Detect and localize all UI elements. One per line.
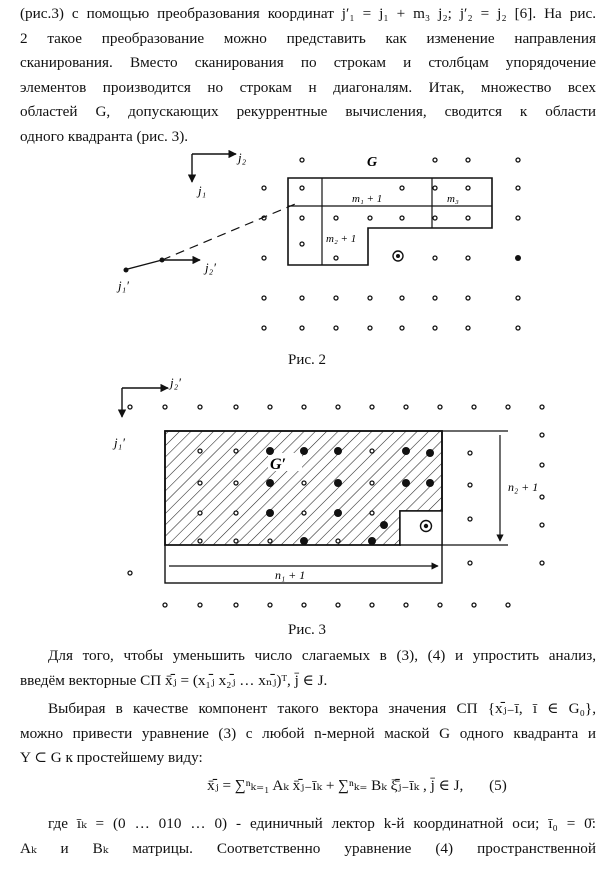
- mask-region: [287, 177, 493, 266]
- grid-dots: [127, 404, 545, 608]
- axis-j1p-line: [123, 259, 163, 271]
- axis-j1p-dashed: [161, 201, 301, 261]
- axis-j2-label: j₂: [236, 150, 247, 165]
- label-n1: n₁ + 1: [275, 568, 305, 582]
- label-m2: m₂ + 1: [326, 233, 356, 245]
- text-line: где īₖ = (0 … 010 … 0) - единичный лекто…: [48, 815, 596, 832]
- figure-2-caption: Рис. 2: [287, 352, 327, 368]
- label-n2: n₂ + 1: [508, 480, 538, 494]
- paragraph-mask: Выбирая в качестве компонент такого вект…: [20, 697, 596, 771]
- axis-j1-label: j₁: [196, 183, 206, 198]
- text-line: одного квадранта (рис. 3).: [20, 127, 189, 145]
- current-element-marker: [392, 250, 404, 262]
- label-G-prime: G′: [270, 456, 286, 473]
- axis-j2p-label: j₂′: [203, 260, 216, 275]
- grid-dots: [261, 157, 521, 331]
- text-line: Для того, чтобы уменьшить число слагаемы…: [48, 647, 596, 664]
- label-G: G: [367, 155, 377, 170]
- text-line: введём векторные СП x̄ⱼ̄ = (x₁ⱼ̄ x₂ⱼ̄ … …: [20, 671, 328, 689]
- axis-j1p-label: j₁′: [112, 435, 125, 450]
- text-line: Aₖ и Bₖ матрицы. Соответственно уравнени…: [20, 839, 596, 857]
- paragraph-intro: (рис.3) с помощью преобразования координ…: [20, 2, 596, 149]
- formula-5-number: (5): [489, 777, 507, 794]
- axis-j1p-label: j₁′: [116, 278, 129, 293]
- paragraph-vectors: Для того, чтобы уменьшить число слагаемы…: [20, 644, 596, 693]
- text-line: элементов производится но строкам н диаг…: [20, 78, 596, 96]
- mask-outer-box: [164, 430, 443, 584]
- figure-3-caption: Рис. 3: [287, 622, 327, 638]
- label-m3: m₃: [447, 193, 459, 205]
- label-m1: m₁ + 1: [352, 193, 382, 205]
- formula-5: x̄ⱼ̄ = ∑ⁿₖ₌₁ Aₖ x̄ⱼ̄₋īₖ + ∑ⁿₖ₌ Bₖ ξ̄ⱼ̄₋ī…: [0, 776, 614, 795]
- text-line: Y ⊂ G к простейшему виду:: [20, 749, 203, 766]
- text-line: Выбирая в качестве компонент такого вект…: [48, 700, 596, 717]
- text-line: сканирования. Вместо сканирования по стр…: [20, 54, 596, 71]
- text-line: областей G, допускающих рекуррентные выч…: [20, 103, 596, 120]
- formula-5-text: x̄ⱼ̄ = ∑ⁿₖ₌₁ Aₖ x̄ⱼ̄₋īₖ + ∑ⁿₖ₌ Bₖ ξ̄ⱼ̄₋ī…: [207, 777, 464, 794]
- figure-3-diagram: j₂′ j₁′ n₂ + 1 n₁ + 1 G′: [112, 375, 545, 608]
- filled-dots: [266, 447, 434, 545]
- figure-2-diagram: j₂ j₁ j₂′ j₁′ m₁ + 1 m₃ m₂ + 1 G: [116, 149, 521, 331]
- text-line: можно привести уравнение (3) с любой n-м…: [20, 724, 596, 742]
- text-line: (рис.3) с помощью преобразования координ…: [20, 5, 596, 22]
- axis-j2p-label: j₂′: [168, 375, 181, 390]
- text-line: 2 такое преобразование можно представить…: [20, 29, 596, 47]
- paragraph-definitions: где īₖ = (0 … 010 … 0) - единичный лекто…: [20, 812, 596, 861]
